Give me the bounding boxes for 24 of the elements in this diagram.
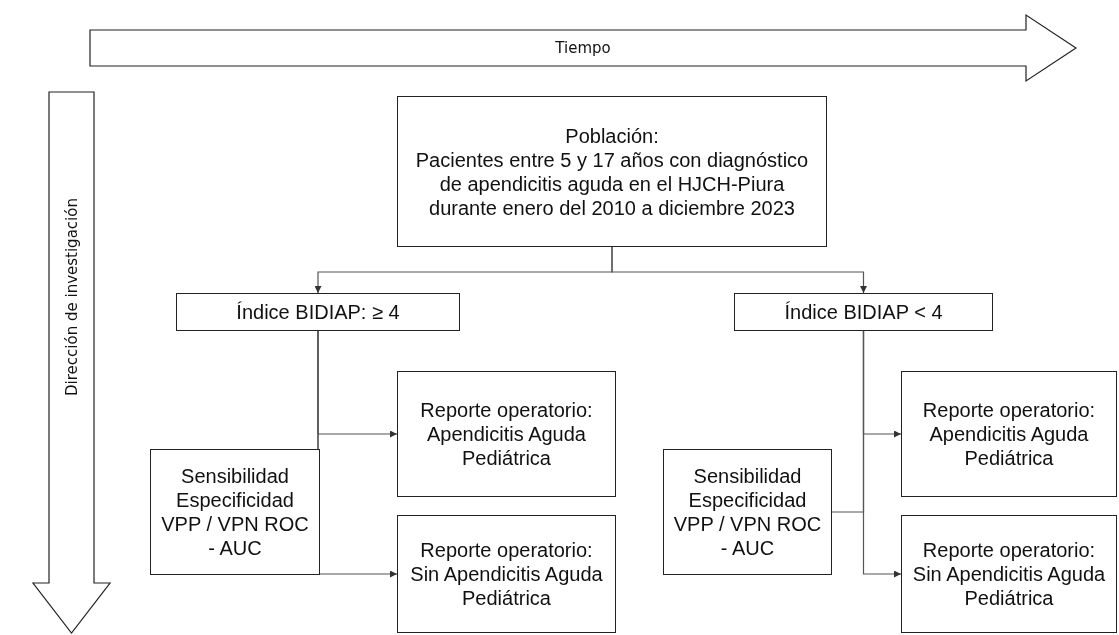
process-box bbox=[150, 449, 320, 575]
box-text: Pacientes entre 5 y 17 años con diagnóstico de apendicitis aguda en el HJCH-Piura durante enero del 2010 a diciembre 2023 bbox=[414, 147, 810, 220]
process-box bbox=[176, 293, 460, 331]
connector-line bbox=[317, 330, 319, 450]
arrow-label: Dirección de investigación bbox=[62, 198, 81, 397]
process-box bbox=[734, 293, 993, 331]
process-box bbox=[663, 449, 832, 575]
box-text: Índice BIDIAP: ≥ 4 bbox=[235, 300, 401, 324]
box-text: Sensibilidad Especificidad VPP / VPN ROC - AUC bbox=[672, 464, 823, 560]
box-text: Sensibilidad Especificidad VPP / VPN ROC - AUC bbox=[160, 464, 310, 560]
box-text: Reporte operatorio: Sin Apendicitis Aguda Pediátrica bbox=[911, 538, 1107, 610]
process-box bbox=[397, 96, 827, 247]
box-text: Índice BIDIAP < 4 bbox=[783, 300, 944, 324]
arrow-label: Tiempo bbox=[555, 39, 611, 57]
process-box bbox=[397, 371, 616, 497]
box-text: Reporte operatorio: Sin Apendicitis Aguda Pediátrica bbox=[409, 538, 604, 610]
box-text: Reporte operatorio: Apendicitis Aguda Pediátrica bbox=[419, 398, 594, 470]
box-heading: Población: bbox=[564, 123, 660, 148]
arrow bbox=[611, 246, 867, 294]
process-box bbox=[901, 515, 1117, 633]
process-box bbox=[901, 371, 1117, 497]
process-box bbox=[397, 515, 616, 633]
box-text: Reporte operatorio: Apendicitis Aguda Pediátrica bbox=[921, 398, 1097, 470]
connector-line bbox=[831, 330, 865, 513]
